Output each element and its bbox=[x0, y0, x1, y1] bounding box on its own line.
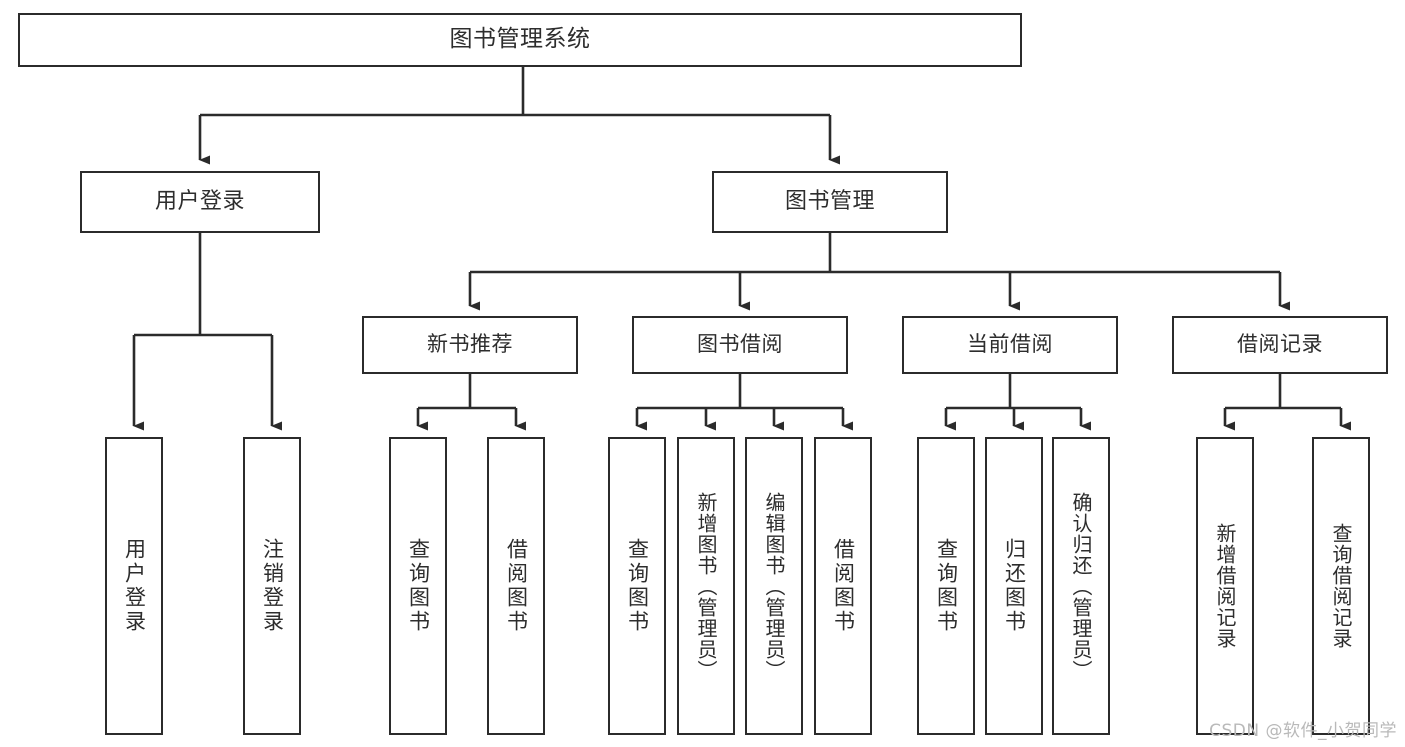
node-borrow-record-label: 借阅记录 bbox=[1237, 332, 1323, 357]
leaf-borrow-book-bw-label: 借阅图书 bbox=[831, 538, 856, 634]
node-user-login: 用户登录 bbox=[80, 171, 320, 233]
leaf-edit-book-admin-label: 编辑图书（管理员） bbox=[762, 491, 786, 681]
node-borrow-record: 借阅记录 bbox=[1172, 316, 1388, 374]
leaf-logout: 注销登录 bbox=[243, 437, 301, 735]
node-new-book-recommend-label: 新书推荐 bbox=[427, 332, 513, 357]
node-book-borrow-label: 图书借阅 bbox=[697, 332, 783, 357]
leaf-edit-book-admin: 编辑图书（管理员） bbox=[745, 437, 803, 735]
node-current-borrow: 当前借阅 bbox=[902, 316, 1118, 374]
leaf-query-book-cb: 查询图书 bbox=[917, 437, 975, 735]
leaf-user-login-label: 用户登录 bbox=[122, 538, 147, 634]
leaf-return-book: 归还图书 bbox=[985, 437, 1043, 735]
leaf-confirm-return-admin-label: 确认归还（管理员） bbox=[1069, 491, 1093, 681]
leaf-logout-label: 注销登录 bbox=[260, 538, 285, 634]
leaf-borrow-book-bw: 借阅图书 bbox=[814, 437, 872, 735]
leaf-borrow-book-nb: 借阅图书 bbox=[487, 437, 545, 735]
leaf-query-book-nb-label: 查询图书 bbox=[406, 538, 431, 634]
leaf-query-borrow-record-label: 查询借阅记录 bbox=[1329, 523, 1353, 649]
node-new-book-recommend: 新书推荐 bbox=[362, 316, 578, 374]
leaf-query-book-bw-label: 查询图书 bbox=[625, 538, 650, 634]
leaf-query-book-nb: 查询图书 bbox=[389, 437, 447, 735]
leaf-borrow-book-nb-label: 借阅图书 bbox=[504, 538, 529, 634]
leaf-add-book-admin: 新增图书（管理员） bbox=[677, 437, 735, 735]
leaf-confirm-return-admin: 确认归还（管理员） bbox=[1052, 437, 1110, 735]
leaf-query-borrow-record: 查询借阅记录 bbox=[1312, 437, 1370, 735]
leaf-user-login: 用户登录 bbox=[105, 437, 163, 735]
node-book-management-label: 图书管理 bbox=[784, 188, 875, 214]
leaf-add-borrow-record-label: 新增借阅记录 bbox=[1213, 523, 1237, 649]
node-book-borrow: 图书借阅 bbox=[632, 316, 848, 374]
node-book-management: 图书管理 bbox=[712, 171, 948, 233]
leaf-add-book-admin-label: 新增图书（管理员） bbox=[694, 491, 718, 681]
node-user-login-label: 用户登录 bbox=[154, 188, 245, 214]
node-root-label: 图书管理系统 bbox=[449, 26, 591, 53]
node-current-borrow-label: 当前借阅 bbox=[967, 332, 1053, 357]
leaf-query-book-bw: 查询图书 bbox=[608, 437, 666, 735]
leaf-add-borrow-record: 新增借阅记录 bbox=[1196, 437, 1254, 735]
leaf-return-book-label: 归还图书 bbox=[1002, 538, 1027, 634]
leaf-query-book-cb-label: 查询图书 bbox=[934, 538, 959, 634]
node-root: 图书管理系统 bbox=[18, 13, 1022, 67]
